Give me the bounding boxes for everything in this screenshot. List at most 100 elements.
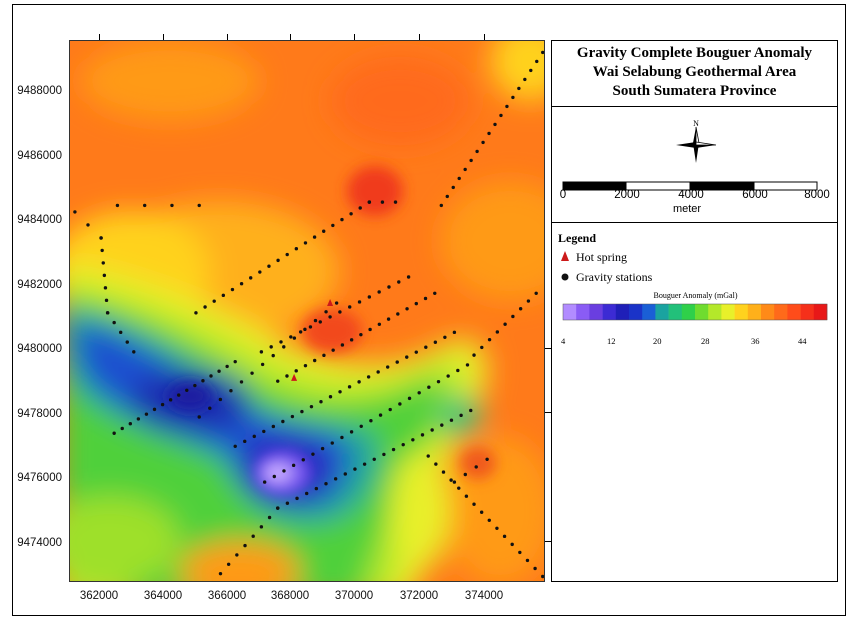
y-tick-label: 9478000 — [17, 408, 62, 420]
gravity-station-point — [463, 167, 467, 172]
gravity-station-point — [142, 203, 147, 208]
gravity-station-point — [285, 374, 289, 378]
gravity-station-point — [170, 203, 174, 208]
gravity-station-point — [526, 299, 531, 303]
x-tick-label: 372000 — [399, 590, 439, 602]
gravity-station-point — [201, 379, 205, 383]
gravity-station-point — [333, 477, 338, 481]
gravity-station-point — [304, 491, 309, 496]
gravity-station-point — [443, 335, 447, 339]
gravity-station-point — [436, 379, 441, 384]
gravity-station-point — [463, 472, 468, 477]
gravity-station-point — [125, 340, 129, 344]
gravity-station-point — [101, 261, 105, 265]
gravity-station-point — [115, 203, 120, 208]
colorbar-segment — [589, 304, 603, 320]
colorbar-segment — [602, 304, 617, 320]
gravity-station-point — [368, 327, 372, 332]
colorbar-border — [562, 303, 828, 321]
gravity-station-point — [330, 441, 334, 445]
gravity-station-point — [433, 291, 437, 295]
gravity-station-point — [445, 194, 449, 199]
colorbar-segment — [668, 304, 683, 320]
gravity-station-point — [73, 210, 77, 214]
gravity-station-point — [426, 454, 430, 458]
gravity-station-point — [208, 406, 212, 410]
gravity-station-point — [294, 247, 299, 251]
gravity-station-point — [518, 307, 523, 311]
gravity-station-point — [459, 413, 463, 418]
x-tick-label: 368000 — [270, 590, 310, 602]
colorbar-segment — [681, 304, 696, 320]
gravity-station-point — [406, 275, 411, 279]
gravity-station-point — [503, 322, 507, 326]
gravity-station-point — [197, 415, 201, 419]
gravity-station-point — [233, 359, 237, 364]
north-arrow-icon: N — [676, 119, 717, 163]
colorbar-segment — [761, 304, 775, 320]
legend: Legend Hot spring Gravity stations Bougu… — [552, 223, 837, 583]
gravity-station-point — [282, 469, 286, 473]
gravity-station-point — [136, 417, 141, 421]
gravity-station-point — [495, 330, 500, 334]
gravity-station-point — [535, 59, 539, 64]
gravity-station-point — [301, 458, 305, 462]
gravity-station-point — [291, 463, 296, 468]
anomaly-map-svg — [70, 41, 544, 581]
gravity-station-point — [377, 322, 382, 327]
anomaly-peaks — [168, 166, 496, 495]
gravity-station-point — [369, 419, 373, 423]
gravity-station-point — [465, 363, 470, 367]
colorbar-tick: 28 — [701, 336, 710, 346]
gravity-station-point — [349, 338, 354, 342]
colorbar-segment — [774, 304, 788, 320]
gravity-station-point — [104, 298, 109, 303]
gravity-station-point — [411, 438, 415, 442]
gravity-station-point — [366, 375, 371, 379]
hot-spring-marker — [291, 373, 298, 381]
gravity-station-point — [309, 404, 314, 409]
gravity-station-point — [300, 409, 304, 414]
gravity-station-point — [472, 502, 476, 506]
gravity-station-point — [225, 364, 229, 369]
colorbar-segment — [747, 304, 762, 320]
gravity-station-point — [505, 104, 509, 109]
gravity-station-point — [324, 310, 328, 314]
gravity-station-point — [395, 360, 399, 364]
map-edge-tick — [99, 34, 100, 40]
y-tick-label: 9484000 — [17, 214, 62, 226]
gravity-station-point — [322, 229, 326, 233]
gravity-station-point — [499, 113, 503, 118]
gravity-station-point — [511, 95, 515, 100]
gravity-station-point — [433, 340, 438, 344]
gravity-station-point — [105, 311, 110, 315]
gravity-station-point — [168, 398, 173, 402]
x-tick-label: 370000 — [334, 590, 374, 602]
gravity-station-point — [267, 264, 271, 268]
gravity-station-point — [292, 336, 297, 340]
colorbar-tick: 36 — [751, 336, 760, 346]
scale-label: 8000 — [804, 189, 830, 201]
gravity-station-point — [353, 467, 357, 471]
legend-item-gravity-stations: Gravity stations — [558, 270, 652, 285]
gravity-station-point — [449, 418, 454, 422]
gravity-station-point — [303, 327, 307, 332]
gravity-station-point — [152, 407, 157, 412]
gravity-station-point — [446, 374, 450, 378]
scale-box: N 0 2000 4000 6000 8000 meter — [552, 107, 837, 223]
gravity-station-point — [338, 390, 342, 394]
gravity-station-point — [401, 442, 405, 447]
gravity-station-point — [279, 340, 283, 344]
gravity-station-point — [160, 402, 165, 407]
gravity-station-point — [485, 457, 489, 462]
gravity-station-point — [262, 429, 266, 434]
gravity-station-point — [487, 337, 492, 342]
gravity-station-point — [285, 501, 290, 505]
gravity-station-point — [451, 185, 455, 190]
colorbar-tick: 44 — [798, 336, 807, 346]
gravity-station-point — [518, 550, 522, 555]
scale-unit: meter — [672, 203, 702, 215]
colorbar-segment — [563, 304, 577, 320]
gravity-station-point — [322, 353, 326, 358]
gravity-station-point — [340, 435, 344, 440]
